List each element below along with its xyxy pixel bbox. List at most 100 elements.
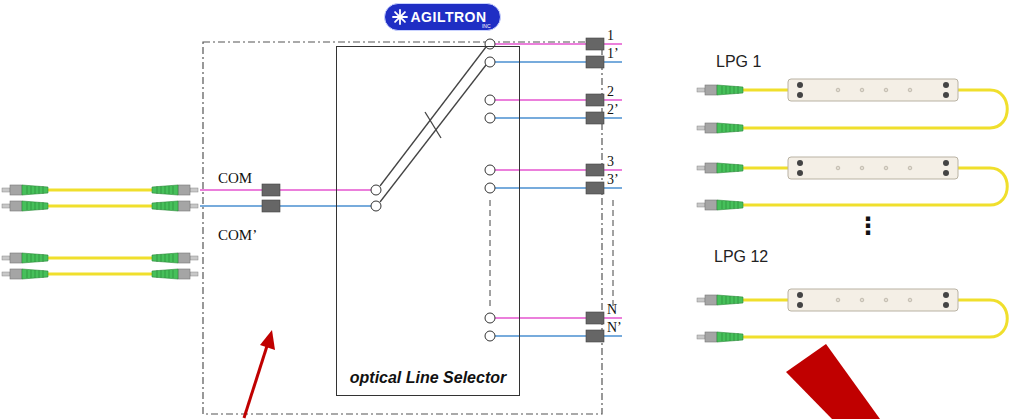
port-number: N (607, 302, 617, 317)
connector-body (705, 123, 717, 133)
boot-rib (173, 270, 174, 278)
boot-rib (31, 186, 32, 194)
fiber-cable (46, 189, 152, 192)
switch-contact (485, 95, 495, 105)
brand-name: AGILTRON (411, 9, 487, 25)
grating-housing (788, 289, 958, 311)
device-label: LPG 1 (716, 53, 761, 71)
ferrule (697, 335, 705, 339)
boot-rib (35, 254, 36, 262)
boot-rib (730, 164, 731, 172)
boot-rib (157, 270, 158, 278)
box-title: optical Line Selector (348, 369, 508, 387)
fiber-line (200, 189, 371, 191)
ferrule (2, 272, 10, 276)
red-marker (786, 344, 880, 419)
ferrule (190, 272, 198, 276)
housing-hole (836, 166, 840, 170)
connector-body (178, 253, 190, 263)
port-connector (586, 330, 604, 342)
port-number: N’ (607, 320, 622, 335)
connector-boot (152, 253, 178, 263)
boot-rib (157, 186, 158, 194)
boot-rib (43, 186, 44, 194)
arrow-head (260, 330, 275, 350)
ferrule (697, 166, 705, 170)
housing-hole (860, 88, 864, 92)
boot-rib (43, 254, 44, 262)
connector-body (705, 200, 717, 210)
port-number: 1 (607, 28, 614, 43)
boot-rib (43, 270, 44, 278)
switch-contact (485, 183, 495, 193)
housing-hole (884, 166, 888, 170)
port-connector (586, 94, 604, 106)
port-connector (586, 312, 604, 324)
boot-rib (27, 254, 28, 262)
boot-rib (157, 202, 158, 210)
connector-body (705, 332, 717, 342)
connector-boot (22, 269, 48, 279)
screw (943, 82, 949, 88)
screw (943, 302, 949, 308)
boot-rib (730, 124, 731, 132)
connector-body (10, 201, 22, 211)
device-label: LPG 12 (714, 248, 768, 266)
connector-boot (717, 332, 743, 342)
boot-rib (722, 164, 723, 172)
common-port-label: COM’ (218, 228, 257, 243)
brand-suffix: INC (482, 24, 491, 29)
housing-hole (884, 298, 888, 302)
boot-rib (161, 254, 162, 262)
connector-boot (717, 200, 743, 210)
lever-link (425, 112, 441, 138)
screw (943, 92, 949, 98)
screw (797, 302, 803, 308)
boot-rib (35, 270, 36, 278)
boot-rib (738, 86, 739, 94)
housing-hole (836, 298, 840, 302)
switch-contact (371, 201, 381, 211)
boot-rib (39, 186, 40, 194)
boot-rib (734, 201, 735, 209)
port-number: 2’ (607, 102, 619, 117)
grating-housing (788, 79, 958, 101)
fiber-cable (46, 257, 152, 260)
connector-body (10, 185, 22, 195)
boot-rib (39, 270, 40, 278)
pointer-arrow (244, 346, 267, 418)
boot-rib (169, 186, 170, 194)
connector-boot (22, 201, 48, 211)
housing-hole (908, 298, 912, 302)
continuation-mark: ⋮ (856, 214, 880, 238)
ferrule (697, 203, 705, 207)
switch-lever (380, 47, 486, 186)
connector-body (10, 269, 22, 279)
connector-boot (22, 185, 48, 195)
boot-rib (738, 333, 739, 341)
boot-rib (726, 333, 727, 341)
port-number: 1’ (607, 46, 619, 61)
port-number: 2 (607, 84, 614, 99)
ferrule (697, 126, 705, 130)
boot-rib (722, 86, 723, 94)
ferrule (190, 188, 198, 192)
boot-rib (726, 124, 727, 132)
housing-hole (884, 88, 888, 92)
boot-rib (734, 86, 735, 94)
continuation-dash (613, 200, 614, 306)
screw (797, 160, 803, 166)
boot-rib (161, 186, 162, 194)
boot-rib (722, 124, 723, 132)
screw (943, 160, 949, 166)
port-connector (586, 182, 604, 194)
boot-rib (169, 254, 170, 262)
boot-rib (157, 254, 158, 262)
boot-rib (722, 333, 723, 341)
screw (797, 92, 803, 98)
switch-contact (485, 165, 495, 175)
boot-rib (173, 254, 174, 262)
boot-rib (27, 186, 28, 194)
continuation-dash (490, 200, 491, 306)
connector-boot (152, 201, 178, 211)
